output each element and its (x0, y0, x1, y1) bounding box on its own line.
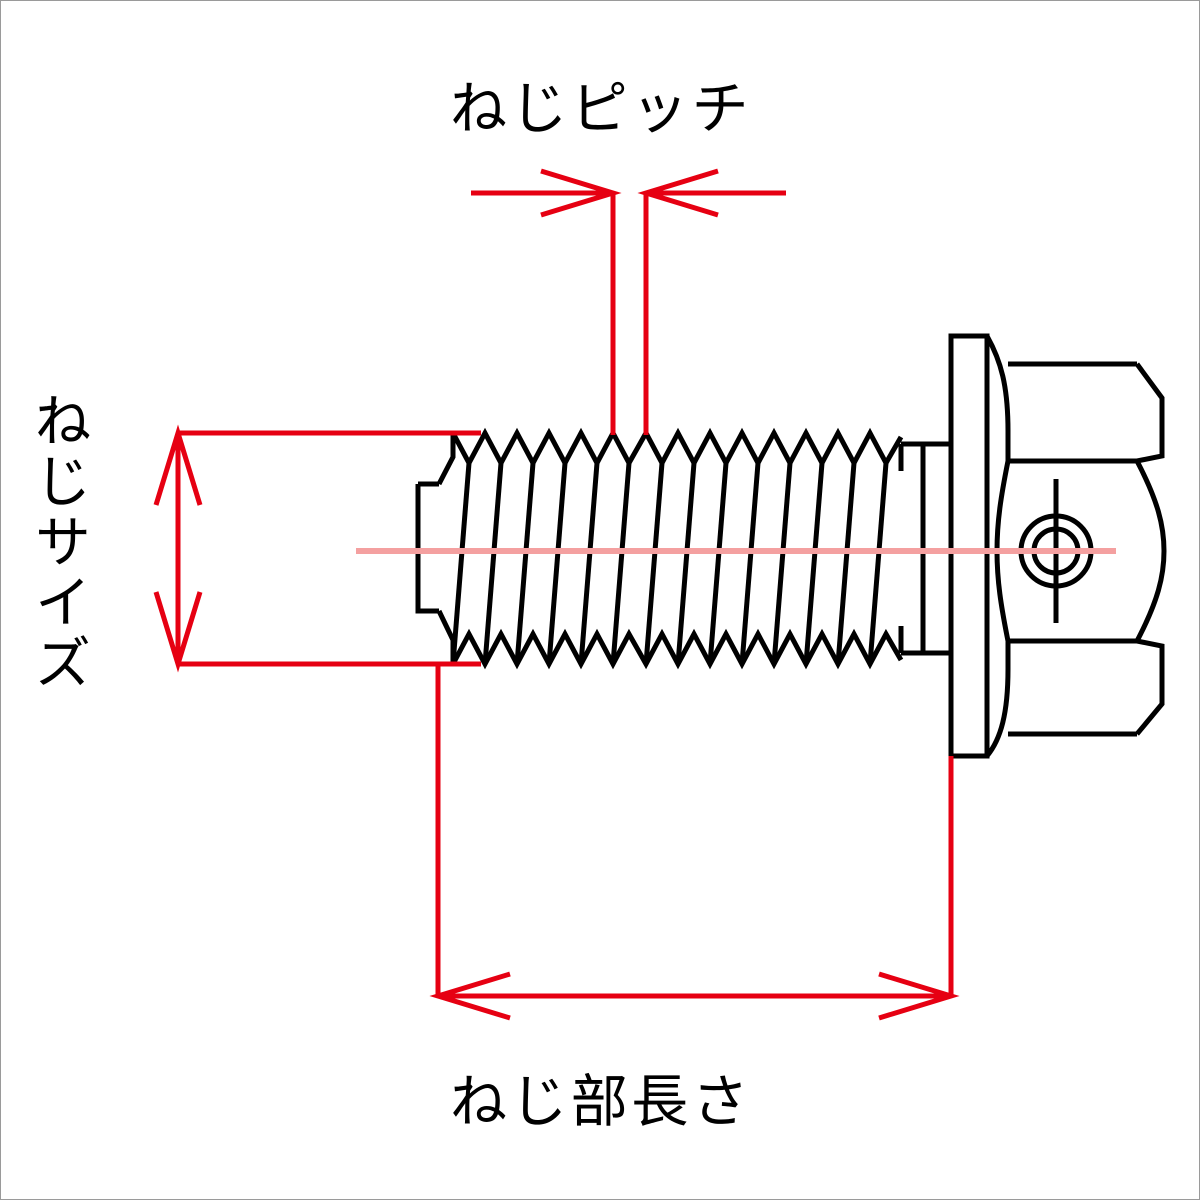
thread-crest-top (450, 427, 904, 469)
size-arrowhead-bottom (153, 591, 203, 673)
dimension-lines (153, 168, 960, 1021)
pitch-arrowhead-right (637, 168, 719, 218)
size-arrowhead-top (153, 424, 203, 506)
hex-head-left-curve-lower (985, 641, 1011, 758)
length-arrowhead-left (429, 971, 511, 1021)
pitch-arrowhead-left (540, 168, 622, 218)
label-thread-size: ねじサイズ (25, 391, 91, 694)
bolt-tip-chamfer-top (436, 433, 456, 486)
bolt-tip-chamfer-bottom (436, 609, 456, 664)
bolt-tip-stub (415, 484, 439, 614)
length-arrowhead-right (878, 971, 960, 1021)
flange-plate (948, 333, 990, 759)
thread-flank-lines (450, 462, 889, 665)
bolt-geometry (415, 333, 1167, 759)
label-thread-pitch: ねじピッチ (449, 76, 753, 142)
hex-head-right-middle (1134, 459, 1167, 643)
hex-head-left-curve-upper (984, 334, 1011, 461)
hex-head-right-outline (1134, 362, 1165, 464)
label-thread-length: ねじ部長さ (449, 1069, 753, 1135)
hex-head-right-outline-lower (1135, 638, 1165, 736)
